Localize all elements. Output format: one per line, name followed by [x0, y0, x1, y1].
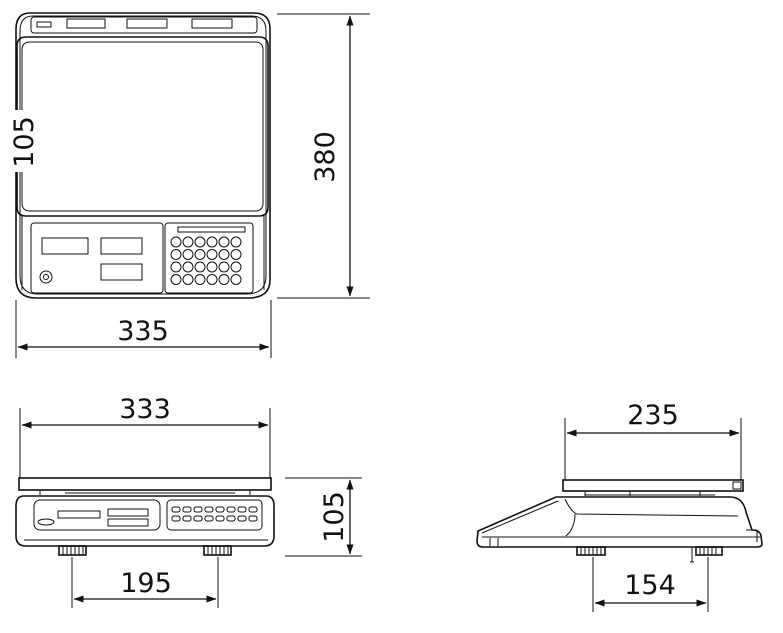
dim-height-380: 380: [310, 131, 341, 183]
front-keypad-key: [182, 506, 192, 513]
keypad-key: [182, 249, 194, 260]
front-foot-right: [203, 545, 232, 556]
front-keypad-key: [226, 506, 236, 513]
keypad-key: [194, 274, 206, 285]
front-keypad-key: [193, 515, 203, 522]
display-window-1: [41, 237, 89, 255]
keypad-panel: [164, 222, 254, 294]
top-view-body: [15, 12, 271, 299]
keypad-key: [170, 236, 182, 248]
front-keypad-key: [226, 515, 236, 522]
front-keypad-key: [248, 515, 258, 522]
dim-feet-195: 195: [120, 568, 172, 599]
dim-width-235: 235: [627, 400, 679, 431]
front-keypad-key: [248, 506, 258, 513]
front-keypad-key: [215, 515, 225, 522]
dim-width-335: 335: [117, 316, 169, 347]
side-platter: [562, 479, 744, 492]
keypad-key: [230, 274, 242, 285]
front-keypad-key: [215, 506, 225, 513]
top-window-2: [126, 18, 168, 29]
top-window-3: [191, 18, 233, 29]
keypad-key: [170, 274, 182, 285]
side-foot-right: [690, 546, 723, 563]
keypad-key: [194, 249, 206, 260]
front-keypad-key: [237, 506, 247, 513]
keypad-key: [218, 249, 230, 260]
dim-feet-154: 154: [624, 570, 676, 601]
dim-width-333: 333: [119, 394, 171, 425]
keypad-key: [182, 274, 194, 285]
front-body: [15, 495, 275, 547]
keypad-key: [170, 249, 182, 260]
keypad-key: [182, 261, 194, 273]
front-keypad-key: [171, 515, 181, 522]
front-keypad-key: [237, 515, 247, 522]
dim-height-105: 105: [319, 491, 350, 543]
weighing-platter: [16, 36, 269, 217]
front-keypad-key: [171, 506, 181, 513]
keypad-key: [218, 261, 230, 273]
keypad-key: [230, 236, 242, 248]
keypad-key: [230, 249, 242, 260]
front-platter: [18, 477, 272, 491]
dim-left-105: 105: [9, 116, 40, 168]
keypad-key: [170, 261, 182, 273]
display-window-3: [100, 263, 143, 281]
keypad-key: [182, 236, 194, 248]
keypad-key: [194, 236, 206, 248]
front-foot-left: [58, 545, 87, 556]
front-keypad: [171, 506, 258, 522]
keypad-label-strip: [177, 226, 246, 233]
top-view: 380 105 335: [2, 12, 370, 358]
keypad-key: [194, 261, 206, 273]
front-view: 333 105 195: [15, 394, 362, 608]
keypad-keys: [170, 236, 242, 285]
front-keypad-key: [204, 515, 214, 522]
side-body: [476, 496, 763, 548]
level-bubble-icon: [39, 270, 53, 284]
keypad-key: [206, 261, 218, 273]
keypad-key: [206, 274, 218, 285]
display-panel: [30, 222, 164, 294]
side-foot-left: [576, 546, 606, 556]
keypad-key: [206, 236, 218, 248]
keypad-key: [206, 249, 218, 260]
keypad-key: [218, 274, 230, 285]
keypad-key: [230, 261, 242, 273]
front-keypad-key: [193, 506, 203, 513]
display-window-2: [100, 237, 143, 255]
side-view: 235 154: [476, 400, 763, 612]
front-keypad-key: [182, 515, 192, 522]
top-indicator: [36, 21, 52, 28]
front-keypad-key: [204, 506, 214, 513]
top-window-1: [66, 18, 106, 29]
keypad-key: [218, 236, 230, 248]
